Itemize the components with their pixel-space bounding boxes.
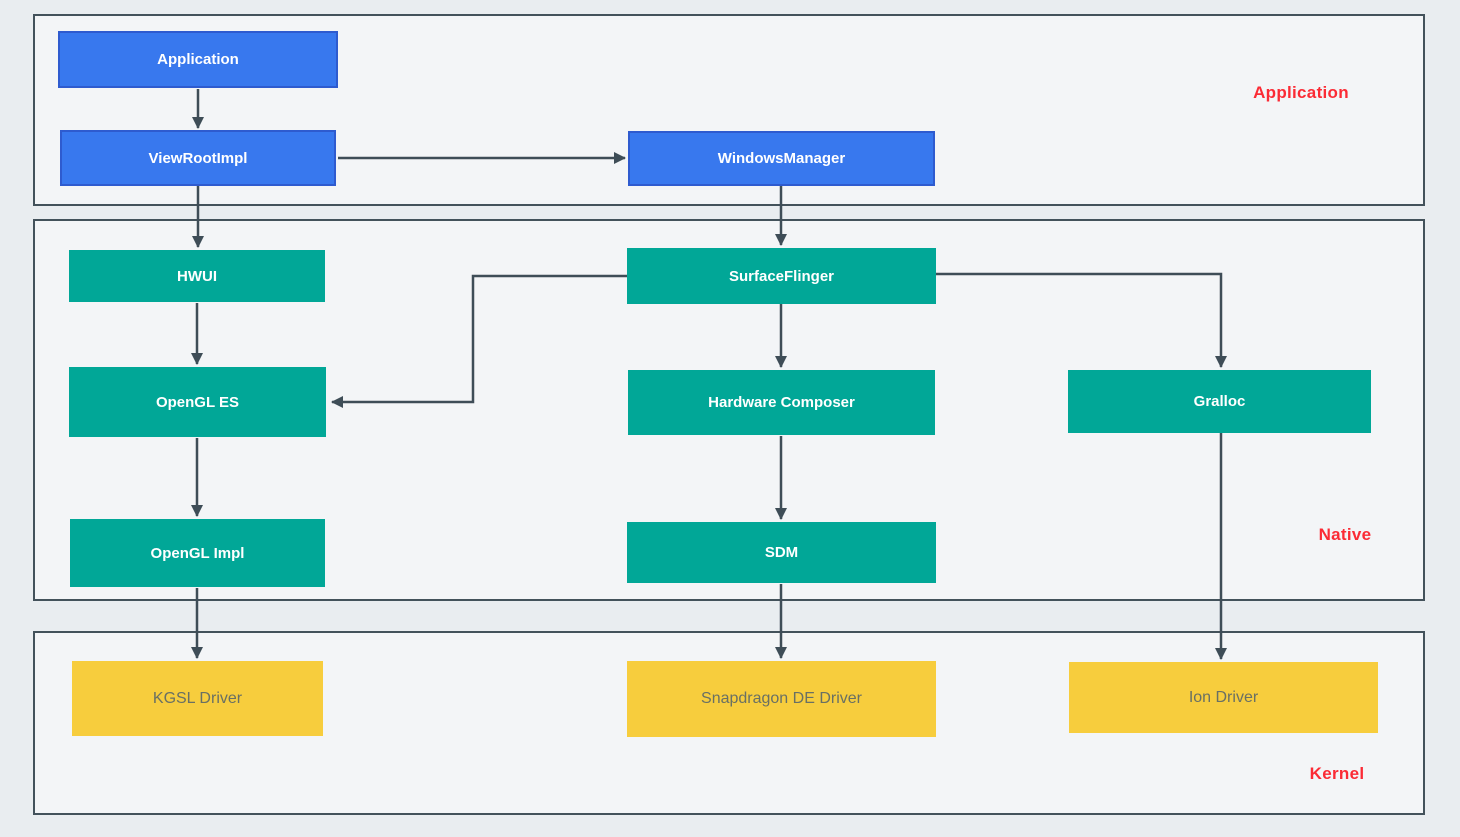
node-windowsmanager: WindowsManager (628, 131, 935, 186)
layer-label-native: Native (1318, 525, 1372, 544)
node-opengl-impl: OpenGL Impl (70, 519, 325, 587)
layer-label-application: Application (1253, 83, 1349, 102)
node-viewrootimpl: ViewRootImpl (60, 130, 336, 186)
layer-label-kernel: Kernel (1309, 764, 1365, 783)
node-kgsl-driver: KGSL Driver (72, 661, 323, 736)
node-opengl-es: OpenGL ES (69, 367, 326, 437)
node-hwui: HWUI (69, 250, 325, 302)
node-surfaceflinger: SurfaceFlinger (627, 248, 936, 304)
node-ion-driver: Ion Driver (1069, 662, 1378, 733)
node-application: Application (58, 31, 338, 88)
node-snapdragon-de-driver: Snapdragon DE Driver (627, 661, 936, 737)
node-sdm: SDM (627, 522, 936, 583)
node-gralloc: Gralloc (1068, 370, 1371, 433)
node-hardware-composer: Hardware Composer (628, 370, 935, 435)
